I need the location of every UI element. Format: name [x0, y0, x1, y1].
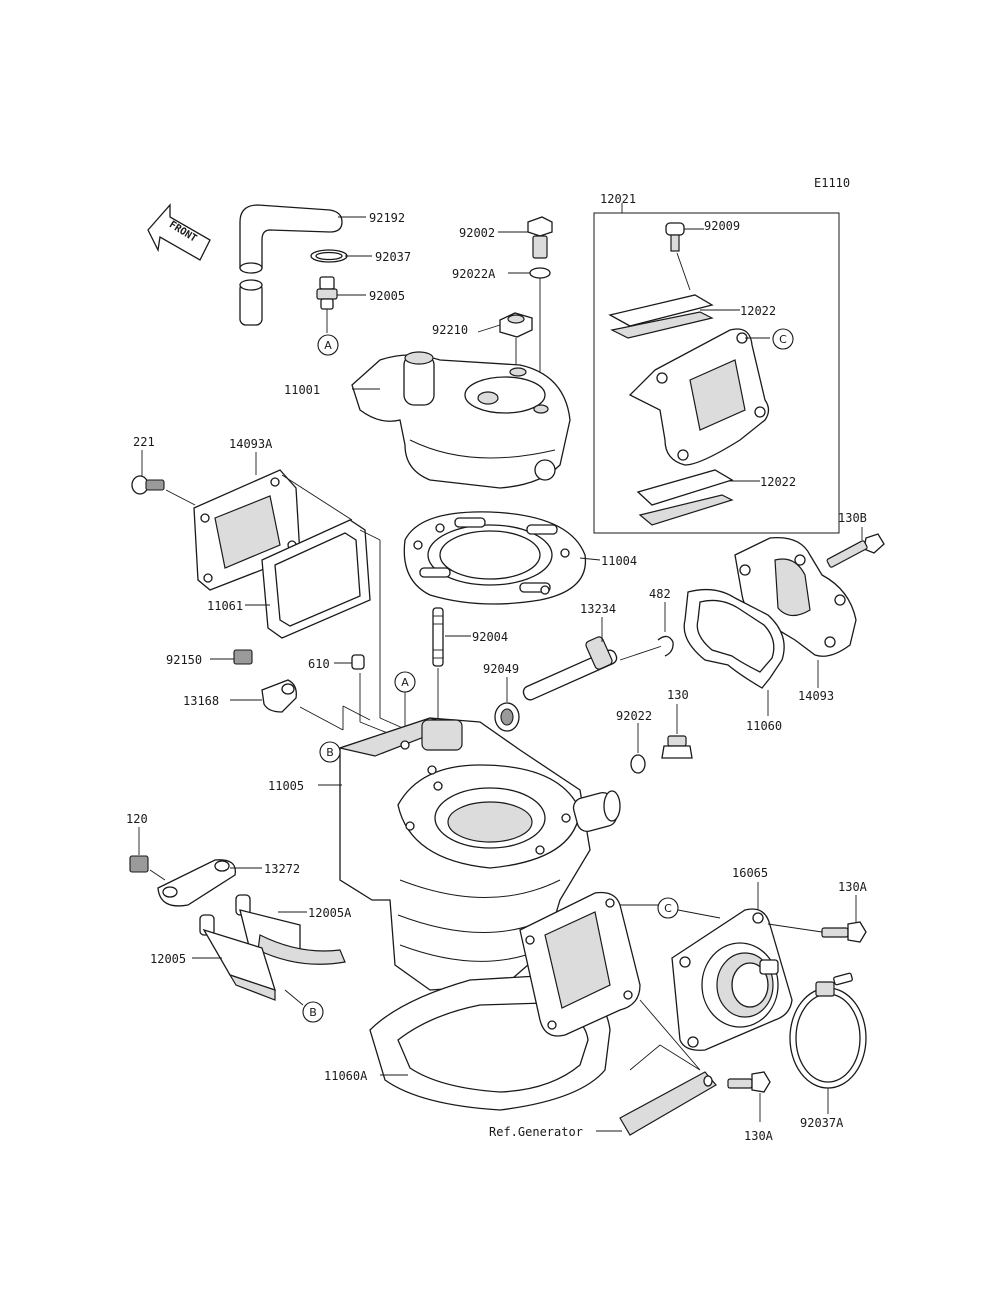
label-92022: 92022: [616, 709, 652, 723]
valve-part-12005: [199, 914, 276, 1001]
label-12022-lower: 12022: [760, 475, 796, 489]
hose-part-92192: [239, 204, 343, 326]
label-12005A: 12005A: [308, 906, 352, 920]
plug-part-130: [661, 735, 693, 759]
callout-circle-a-top: [317, 334, 339, 356]
callout-c-top: C: [779, 333, 787, 346]
front-arrow-icon: FRONT: [147, 203, 211, 261]
label-11061: 11061: [207, 599, 243, 613]
label-92037: 92037: [375, 250, 411, 264]
label-12021: 12021: [600, 192, 636, 206]
callout-b-top: B: [326, 746, 334, 759]
gasket-part-11060: [683, 588, 785, 689]
label-13234: 13234: [580, 602, 616, 616]
seal-part-92049: [494, 702, 520, 732]
intake-spacer: [519, 891, 641, 1037]
bolt-part-130A-bottom: [727, 1071, 771, 1093]
reference-generator-label: Ref.Generator: [489, 1125, 583, 1139]
circlip-part-482: [657, 635, 674, 657]
label-92005: 92005: [369, 289, 405, 303]
label-12022-upper: 12022: [740, 304, 776, 318]
reed-valve-block: [628, 328, 770, 466]
cylinder-part-11005: [337, 717, 621, 991]
screw-part-92009: [665, 222, 685, 252]
gasket-part-11061: [261, 519, 371, 639]
label-14093: 14093: [798, 689, 834, 703]
label-92049: 92049: [483, 662, 519, 676]
screw-part-92150: [233, 649, 253, 665]
label-11005: 11005: [268, 779, 304, 793]
bolt-part-120: [129, 855, 149, 873]
label-482: 482: [649, 587, 671, 601]
shaft-part-13234: [522, 636, 666, 701]
valve-part-12005A: [235, 894, 346, 965]
washer-part-92022: [630, 754, 646, 774]
label-12005: 12005: [150, 952, 186, 966]
callout-a-top: A: [324, 339, 332, 352]
manifold-part-16065: [671, 908, 793, 1051]
label-221: 221: [133, 435, 155, 449]
callout-circle-b-bottom: [302, 1001, 324, 1023]
label-92150: 92150: [166, 653, 202, 667]
bolt-part-130B: [826, 533, 885, 568]
callout-circle-b-top: [319, 741, 341, 763]
label-13272: 13272: [264, 862, 300, 876]
label-11001: 11001: [284, 383, 320, 397]
clamp-part-92037A: [789, 972, 867, 1089]
callout-a-mid: A: [401, 676, 409, 689]
stud-part-92004: [432, 607, 444, 667]
reed-valve-group-box: [593, 212, 840, 534]
callout-circle-a-mid: [394, 671, 416, 693]
label-92002: 92002: [459, 226, 495, 240]
generator-reference-tab: [619, 1071, 717, 1136]
callout-circle-c-bottom: [657, 897, 679, 919]
label-92192: 92192: [369, 211, 405, 225]
bolt-part-92002: [527, 216, 553, 259]
label-130: 130: [667, 688, 689, 702]
label-92009: 92009: [704, 219, 740, 233]
label-130A-top: 130A: [838, 880, 868, 894]
clamp-part-92037: [310, 249, 348, 263]
label-11004: 11004: [601, 554, 637, 568]
label-16065: 16065: [732, 866, 768, 880]
bracket-part-13168: [261, 679, 297, 713]
bolt-part-130A-top: [821, 921, 867, 943]
label-11060A: 11060A: [324, 1069, 368, 1083]
label-92004: 92004: [472, 630, 508, 644]
nut-part-92210: [499, 312, 533, 338]
label-92022A: 92022A: [452, 267, 496, 281]
label-11060: 11060: [746, 719, 782, 733]
diagram-code: E1110: [814, 176, 850, 190]
label-92037A: 92037A: [800, 1116, 844, 1130]
bolt-part-221: [131, 475, 165, 495]
label-120: 120: [126, 812, 148, 826]
callout-c-bottom: C: [664, 902, 672, 915]
fitting-part-92005: [316, 276, 338, 333]
reed-stopper-part-12022: [608, 294, 714, 339]
label-610: 610: [308, 657, 330, 671]
label-92210: 92210: [432, 323, 468, 337]
cover-part-14093: [734, 536, 857, 657]
label-14093A: 14093A: [229, 437, 273, 451]
head-gasket-part-11004: [403, 511, 587, 605]
callout-circle-c-top: [772, 328, 794, 350]
pin-part-610: [351, 654, 365, 670]
label-130A-bottom: 130A: [744, 1129, 774, 1143]
label-13168: 13168: [183, 694, 219, 708]
cylinder-head-11001: [351, 351, 571, 489]
label-130B: 130B: [838, 511, 867, 525]
callout-b-bottom: B: [309, 1006, 317, 1019]
washer-part-92022A: [529, 267, 551, 279]
reed-petal-part-12022: [636, 469, 734, 526]
plate-part-13272: [157, 859, 236, 907]
